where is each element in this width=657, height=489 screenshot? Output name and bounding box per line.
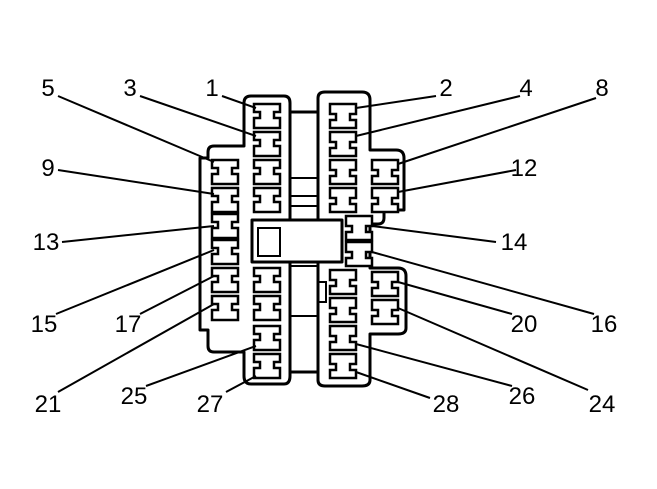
pin-label-17: 17	[115, 311, 142, 338]
pin-cavity	[252, 130, 282, 158]
pin-label-26: 26	[509, 383, 536, 410]
pin-label-16: 16	[591, 311, 618, 338]
pin-label-1: 1	[205, 75, 218, 102]
leader-lines	[55, 95, 597, 399]
pin-cavity	[252, 266, 282, 294]
pin-label-24: 24	[589, 391, 616, 418]
pin-cavity	[328, 296, 358, 324]
pin-cavity	[252, 294, 282, 322]
pin-cavity	[328, 268, 358, 296]
pin-label-28: 28	[433, 391, 460, 418]
pin-cavity	[328, 352, 358, 380]
pin-cavity	[252, 186, 282, 214]
pin-label-3: 3	[123, 75, 136, 102]
pin-cavity	[252, 158, 282, 186]
pin-label-5: 5	[41, 75, 54, 102]
pin-label-15: 15	[31, 311, 58, 338]
pin-label-27: 27	[197, 391, 224, 418]
pin-label-9: 9	[41, 155, 54, 182]
pin-cavity	[252, 102, 282, 130]
pin-cavity	[210, 186, 240, 214]
pin-label-14: 14	[501, 229, 528, 256]
pin-cavity	[210, 294, 240, 322]
pin-cavity	[328, 324, 358, 352]
pin-labels: 1 2 3 4 5 8 9 12 13 14 15 16 17 20 21 24…	[31, 75, 618, 418]
pin-cavity	[370, 158, 400, 186]
pin-cavity	[210, 158, 240, 186]
pin-cavity	[210, 266, 240, 294]
pin-label-2: 2	[439, 75, 452, 102]
pin-cavity	[328, 186, 358, 214]
pin-label-4: 4	[519, 75, 532, 102]
pin-cavity	[370, 186, 400, 214]
pin-cavity	[328, 130, 358, 158]
latch-window	[250, 218, 344, 264]
pin-cavity	[252, 324, 282, 352]
pin-label-20: 20	[511, 311, 538, 338]
pin-label-21: 21	[35, 391, 62, 418]
pin-label-8: 8	[595, 75, 608, 102]
pin-cavity	[328, 158, 358, 186]
pin-cavity	[370, 298, 400, 326]
pin-label-25: 25	[121, 383, 148, 410]
pin-cavities	[210, 102, 400, 380]
pin-cavity	[210, 212, 240, 240]
pin-cavity	[252, 352, 282, 380]
pin-cavity	[210, 238, 240, 266]
pin-cavity	[328, 102, 358, 130]
pin-label-12: 12	[511, 155, 538, 182]
pin-label-13: 13	[33, 229, 60, 256]
